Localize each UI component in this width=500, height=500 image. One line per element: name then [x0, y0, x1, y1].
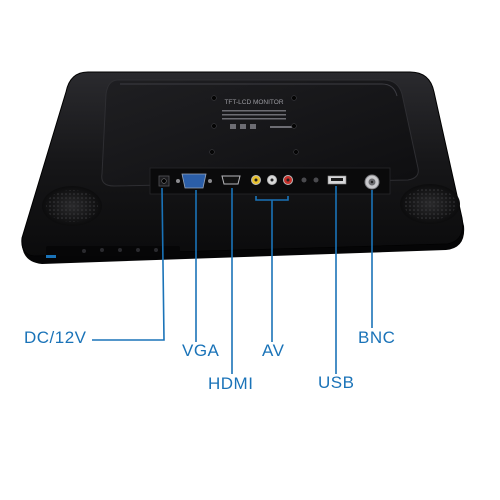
usb-label: USB	[318, 373, 355, 392]
dc-callout-line	[92, 187, 165, 341]
left-speaker-grille	[42, 186, 102, 226]
panel-highlight	[120, 83, 398, 97]
vga-label: VGA	[182, 341, 220, 360]
hdmi-label: HDMI	[208, 374, 254, 393]
panel-model-label: TFT-LCD MONITOR	[224, 99, 283, 106]
bezel-edge	[21, 218, 465, 264]
vesa-mount-holes	[209, 95, 299, 155]
control-button-strip	[46, 246, 180, 258]
bnc-port	[364, 174, 380, 190]
dc-12v-label: DC/12V	[24, 328, 87, 347]
usb-port	[327, 175, 347, 185]
av-label: AV	[262, 341, 285, 360]
bnc-label: BNC	[358, 328, 396, 347]
dc-jack	[158, 175, 170, 187]
rear-panel	[101, 79, 419, 187]
callout-lines	[92, 186, 373, 374]
hdmi-port	[221, 175, 241, 185]
vga-port	[176, 173, 212, 189]
right-speaker-grille	[400, 184, 460, 224]
certification-marks	[222, 110, 292, 129]
av-rca-ports	[251, 175, 293, 185]
